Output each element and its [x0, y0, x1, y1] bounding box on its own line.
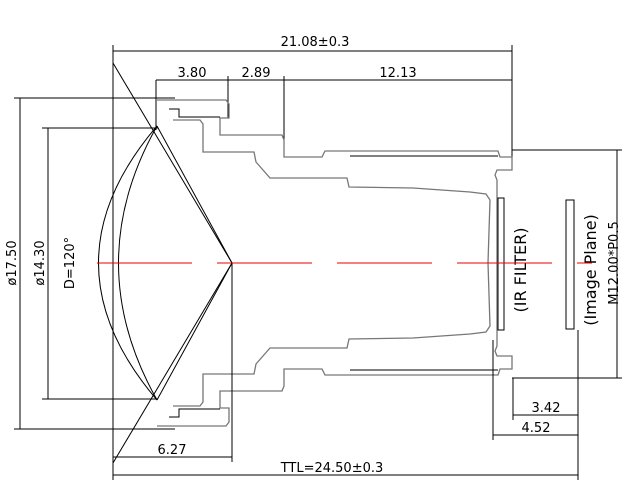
lens-diameter-label: ø14.30: [33, 240, 48, 285]
back-focal-2-label: 4.52: [522, 421, 551, 436]
front-section-label: 3.80: [178, 66, 207, 81]
front-to-apex-label: 6.27: [158, 443, 187, 458]
overall-length-label: 21.08±0.3: [281, 35, 350, 50]
barrel-length-label: 12.13: [379, 66, 416, 81]
dimension-back-focal: 3.42 4.52: [492, 330, 579, 480]
ttl-label: TTL=24.50±0.3: [280, 461, 384, 476]
ir-filter: [497, 197, 505, 331]
dimension-thread: [512, 149, 622, 379]
dimension-overall-length: 21.08±0.3: [112, 35, 513, 480]
field-of-view-label: D=120°: [63, 237, 78, 289]
back-focal-1-label: 3.42: [532, 401, 561, 416]
dimension-outer-diameter: ø17.50: [5, 97, 175, 430]
dimension-sections: 3.80 2.89 12.13: [155, 66, 512, 157]
thread-label: M12.00*P0.5: [607, 221, 622, 304]
middle-section-label: 2.89: [242, 66, 271, 81]
lens-housing: [156, 99, 513, 427]
dimension-ttl: TTL=24.50±0.3: [113, 461, 578, 476]
dimension-front-to-apex: 6.27: [113, 263, 233, 462]
ir-filter-label: (IR FILTER): [511, 227, 530, 312]
image-plane: [565, 199, 575, 330]
image-plane-label: (Image Plane): [581, 214, 600, 326]
outer-diameter-label: ø17.50: [5, 240, 20, 285]
dimension-lens-diameter: ø14.30: [33, 127, 158, 400]
